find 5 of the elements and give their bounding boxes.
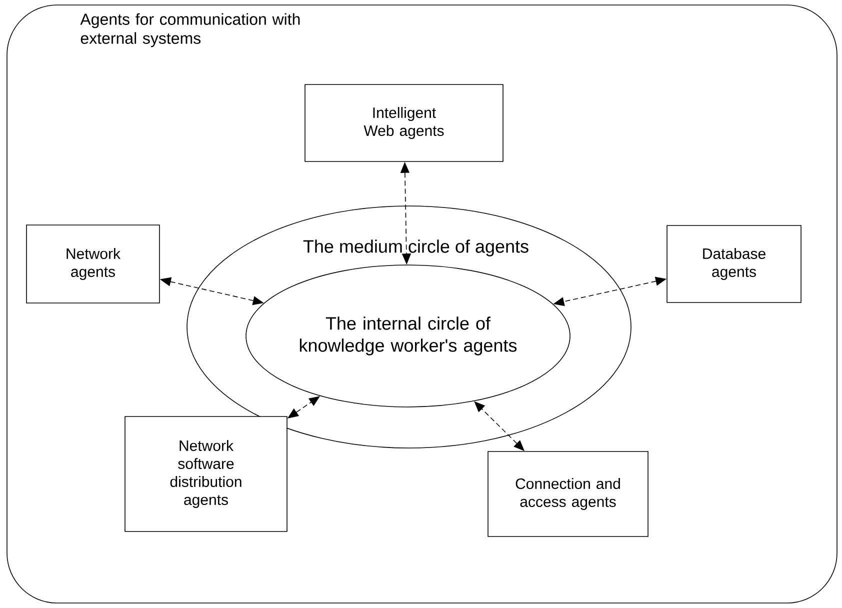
agent-box: Intelligent Web agents xyxy=(304,84,504,162)
agent-box: Connection and access agents xyxy=(488,451,648,537)
agent-box: Network software distribution agents xyxy=(124,416,288,532)
agent-box: Database agents xyxy=(666,225,802,303)
agent-box: Network agents xyxy=(26,224,160,304)
